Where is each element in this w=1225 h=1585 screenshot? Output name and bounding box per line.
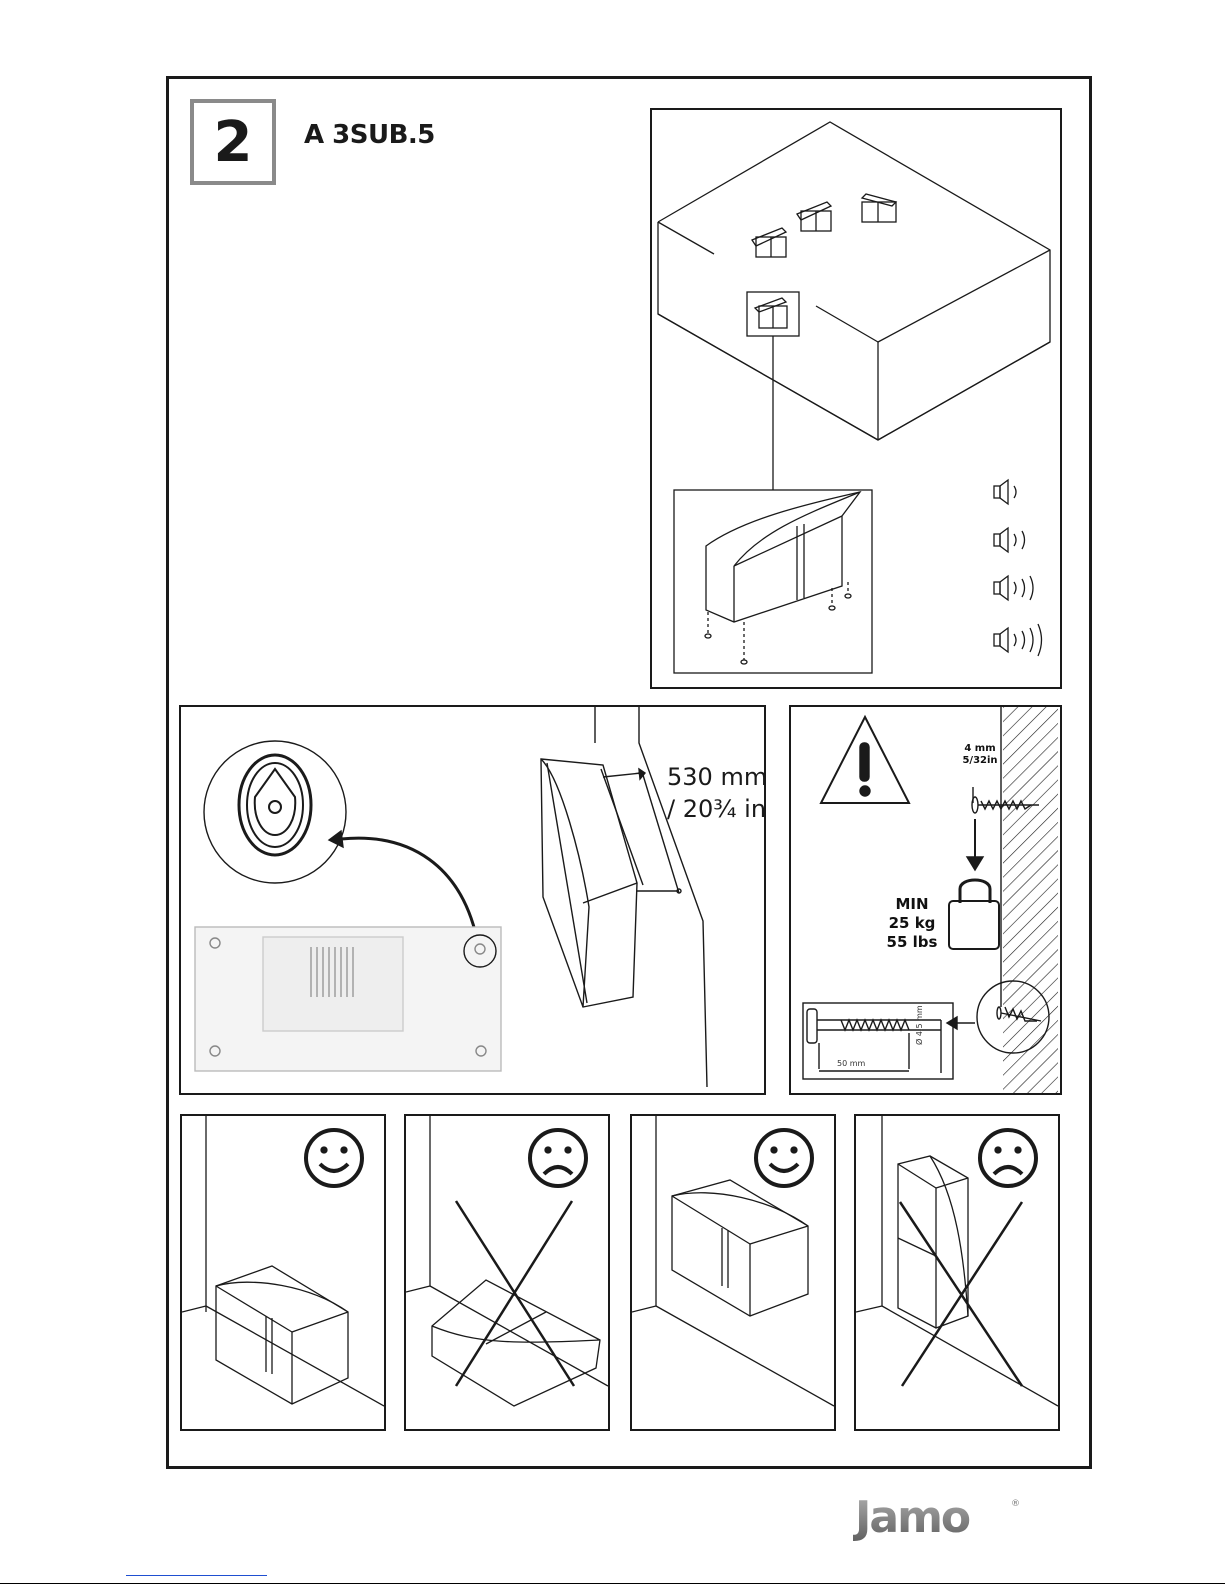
smiley-sad-icon [980, 1130, 1036, 1186]
screw-head-mm: 4 mm [957, 743, 1003, 755]
logo-text: Jamo [853, 1492, 970, 1542]
jamo-logo: Jamo ® [853, 1492, 1023, 1542]
distance-mm-label: 530 mm [667, 763, 767, 791]
screw-head-in: 5/32in [957, 755, 1003, 767]
smiley-sad-icon [530, 1130, 586, 1186]
placement-floor-good [180, 1114, 386, 1431]
screw-diameter: Ø 4.5 mm [915, 1005, 924, 1045]
svg-text:®: ® [1011, 1499, 1020, 1509]
screw-head-size: 4 mm 5/32in [957, 743, 1003, 767]
screw-length: 50 mm [837, 1059, 865, 1068]
placement-wall-good [630, 1114, 836, 1431]
min-load-label: MIN 25 kg 55 lbs [879, 895, 945, 952]
model-title: A 3SUB.5 [304, 120, 435, 150]
bottom-rule [0, 1583, 1225, 1584]
wall-mount-panel: 530 mm / 20¾ in [179, 705, 766, 1095]
link-underline [126, 1575, 267, 1576]
min-kg: 25 kg [879, 914, 945, 933]
min-lbs: 55 lbs [879, 933, 945, 952]
screw-panel: 4 mm 5/32in MIN 25 kg 55 lbs 50 mm Ø 4.5… [789, 705, 1062, 1095]
placement-vertical-bad [854, 1114, 1060, 1431]
distance-in-label: / 20¾ in [667, 795, 766, 823]
placement-tilted-bad [404, 1114, 610, 1431]
room-diagram [652, 110, 1060, 687]
min-label: MIN [879, 895, 945, 914]
room-placement-panel [650, 108, 1062, 689]
smiley-happy-icon [756, 1130, 812, 1186]
volume-icons [994, 480, 1042, 656]
step-number-box: 2 [190, 99, 276, 185]
smiley-happy-icon [306, 1130, 362, 1186]
step-number: 2 [214, 110, 253, 175]
